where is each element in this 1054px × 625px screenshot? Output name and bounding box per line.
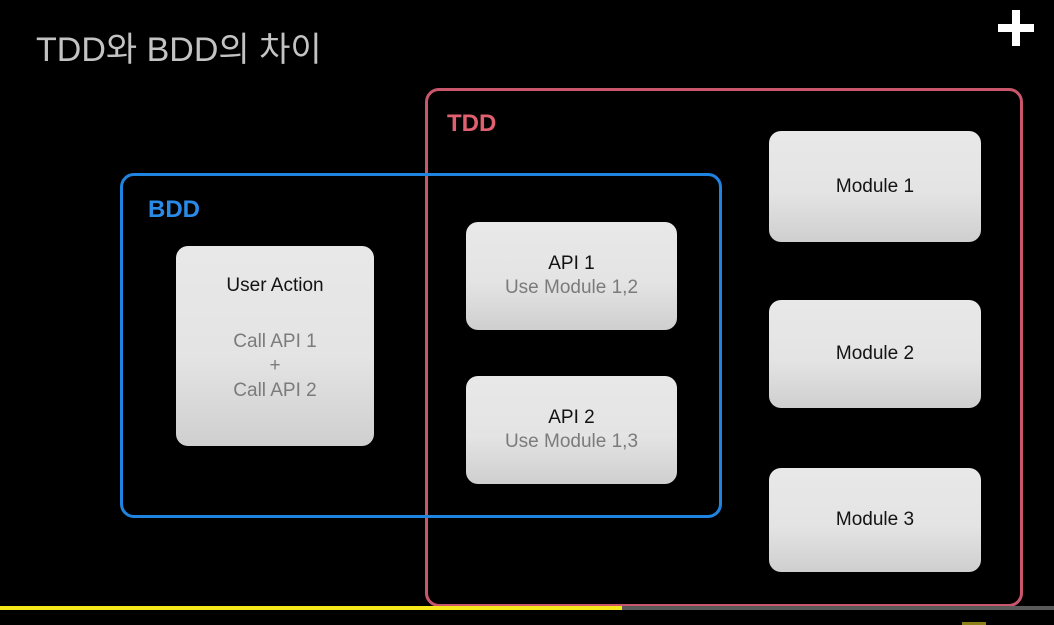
card-user-action-line-1: Call API 1: [233, 330, 317, 352]
card-api-1-subtitle: Use Module 1,2: [504, 276, 639, 298]
card-user-action-line-3: Call API 2: [233, 380, 317, 402]
video-progress-fill: [0, 606, 622, 610]
group-frame-bdd: [120, 173, 722, 518]
card-api-2-title: API 2: [548, 406, 595, 428]
card-module-3: Module 3: [769, 468, 981, 572]
card-user-action-title: User Action: [226, 275, 324, 296]
plus-icon-vertical-bar: [1012, 10, 1020, 46]
video-progress-bar[interactable]: [0, 606, 1054, 610]
plus-icon[interactable]: [996, 8, 1036, 48]
group-frame-tdd: [425, 88, 1023, 607]
card-module-2-title: Module 2: [835, 343, 915, 365]
group-label-tdd: TDD: [447, 110, 497, 137]
card-user-action-line-2: +: [269, 355, 281, 377]
card-api-1-title: API 1: [548, 252, 595, 274]
card-api-2-subtitle: Use Module 1,3: [504, 430, 639, 452]
group-label-bdd: BDD: [148, 196, 200, 223]
card-module-2: Module 2: [769, 300, 981, 408]
card-module-1: Module 1: [769, 131, 981, 242]
card-api-2: API 2 Use Module 1,3: [466, 376, 677, 484]
card-user-action-body: Call API 1 + Call API 2: [233, 330, 316, 404]
card-module-3-title: Module 3: [835, 509, 915, 531]
card-module-1-title: Module 1: [835, 175, 915, 197]
video-progress-chapter-marker[interactable]: [962, 622, 986, 625]
page-title: TDD와 BDD의 차이: [36, 31, 322, 69]
card-user-action: User Action Call API 1 + Call API 2: [176, 246, 374, 446]
card-api-1: API 1 Use Module 1,2: [466, 222, 677, 330]
